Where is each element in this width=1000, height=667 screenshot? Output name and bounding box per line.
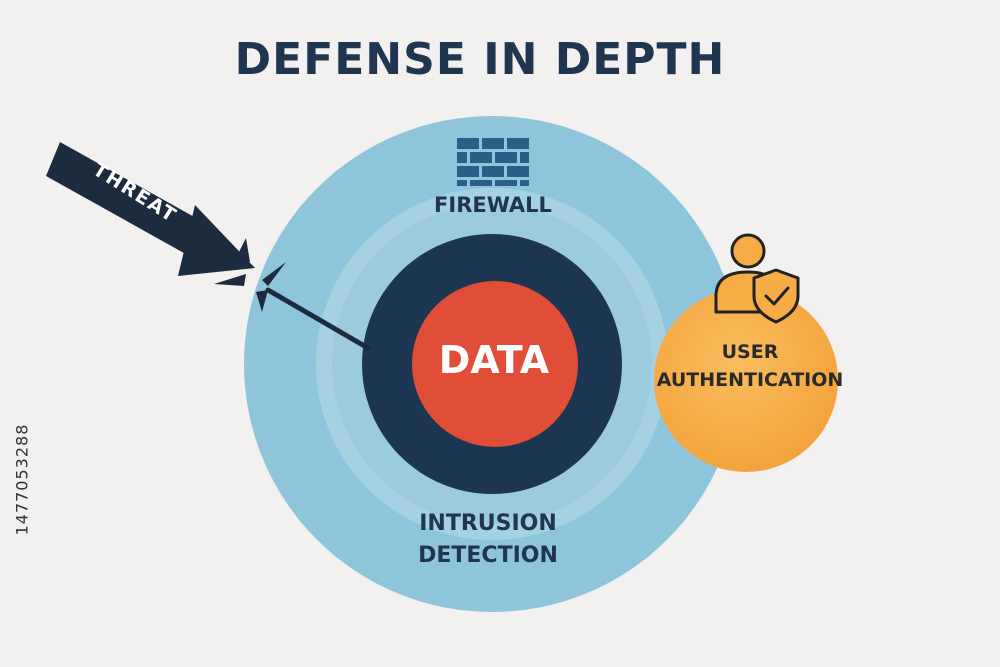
intrusion-detection-label: INTRUSION DETECTION (380, 508, 596, 572)
firewall-label: FIREWALL (434, 193, 552, 217)
user-authentication-label-line1: USER (721, 341, 779, 363)
intrusion-detection-label-line2: DETECTION (418, 543, 558, 568)
intrusion-detection-label-line1: INTRUSION (419, 511, 557, 536)
user-shield-icon (714, 233, 800, 324)
side-id-text: 1477053288 (12, 423, 32, 536)
user-authentication-label: USER AUTHENTICATION (652, 338, 848, 394)
user-authentication-label-line2: AUTHENTICATION (656, 369, 844, 391)
impact-spark-icon (214, 238, 286, 312)
data-core (412, 281, 578, 447)
user-authentication-circle (654, 288, 838, 472)
threat-arrow (46, 142, 371, 351)
threat-arrow-shaft (46, 142, 214, 262)
threat-penetration-line (265, 287, 371, 351)
brick-wall-icon (457, 138, 529, 186)
data-label: DATA (438, 338, 550, 382)
threat-arrow-head (178, 205, 255, 276)
page-title: DEFENSE IN DEPTH (234, 34, 726, 85)
